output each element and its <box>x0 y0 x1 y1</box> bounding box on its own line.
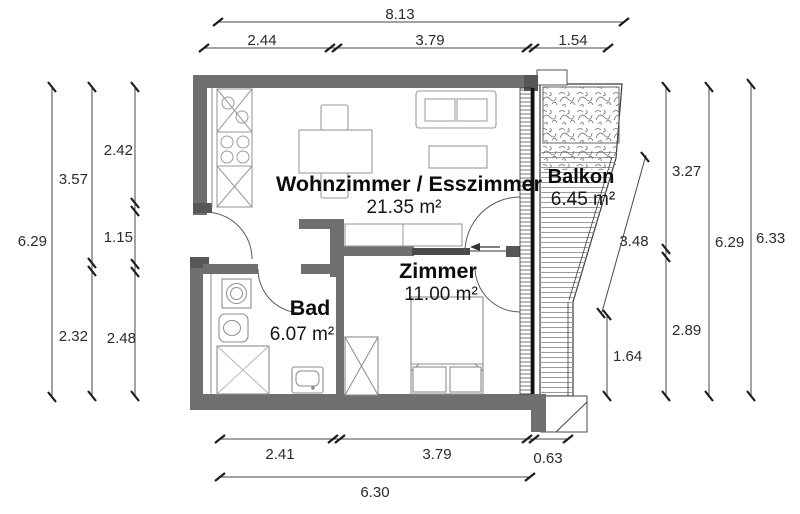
entrance-jamb-upper <box>193 203 212 213</box>
wall-bath-bedroom <box>336 274 344 394</box>
walls <box>190 75 546 432</box>
entrance-jamb-lower <box>190 257 209 268</box>
sideboard <box>344 223 463 247</box>
wall-hall-living <box>299 219 344 229</box>
wardrobe <box>344 336 379 396</box>
dim-left-b1-label: 3.57 <box>59 171 88 188</box>
balcony-door-lower-arc <box>474 266 521 313</box>
balcony-plants-box <box>542 86 620 144</box>
room-balcony-label: Balkon <box>548 166 615 188</box>
wall-facade-base <box>531 394 546 432</box>
dim-right-d2-label: 2.89 <box>672 322 701 339</box>
washing-machine <box>221 278 252 309</box>
balcony-base-structure <box>540 395 588 433</box>
toilet <box>291 366 324 394</box>
dimension-annotations: 8.13 2.44 3.79 1.54 6.29 3.57 2.32 2.42 … <box>18 6 785 501</box>
sliding-door-pocket <box>506 246 520 257</box>
dim-top-total-label: 8.13 <box>385 6 414 23</box>
room-bath-label: Bad <box>290 296 331 320</box>
balcony-plants <box>543 143 616 170</box>
dining-set <box>298 104 373 199</box>
dim-top-seg1-label: 2.44 <box>247 32 276 49</box>
bathroom-sink <box>218 313 249 343</box>
dim-top-seg2-label: 3.79 <box>415 32 444 49</box>
balcony-door-upper-arc <box>464 196 521 253</box>
pillow <box>449 366 482 393</box>
room-living-area: 21.35 m² <box>367 197 442 218</box>
room-labels: Wohnzimmer / Esszimmer 21.35 m² Balkon 6… <box>270 166 615 345</box>
bath-door-arc <box>257 268 303 314</box>
dining-table <box>298 129 373 174</box>
wall-top-right-stub <box>524 75 538 91</box>
dim-left-c2-label: 1.15 <box>104 229 133 246</box>
dim-left-total-label: 6.29 <box>18 233 47 250</box>
door-swing-arrow <box>470 243 500 251</box>
glass-facade <box>519 87 535 395</box>
room-bedroom-label: Zimmer <box>399 259 477 283</box>
wall-bath-top-right <box>301 264 331 274</box>
dim-bottom-seg3-label: 0.63 <box>533 450 562 467</box>
room-bedroom-area: 11.00 m² <box>404 284 478 305</box>
wall-hall-stub <box>330 229 344 277</box>
dim-left-c3-label: 2.48 <box>107 330 136 347</box>
room-living-label: Wohnzimmer / Esszimmer <box>276 172 543 196</box>
balcony-planter-edge <box>536 69 568 86</box>
kitchen-sink-icon <box>221 96 235 110</box>
wall-bedroom-top <box>344 246 414 256</box>
dim-right-diag-label: 3.48 <box>619 233 648 250</box>
dim-left-b2-label: 2.32 <box>59 328 88 345</box>
kitchen-counter <box>216 88 253 208</box>
chair <box>320 104 349 131</box>
dim-top-seg3-label: 1.54 <box>558 32 587 49</box>
wall-bath-top-left <box>203 264 258 274</box>
dim-right-outer-label: 6.33 <box>756 230 785 247</box>
coffee-table <box>428 145 488 169</box>
pillow <box>412 366 447 393</box>
dim-bottom-seg2-label: 3.79 <box>422 446 451 463</box>
dim-left-c1-label: 2.42 <box>104 142 133 159</box>
dim-bottom-total-label: 6.30 <box>360 484 389 501</box>
chair <box>320 172 349 199</box>
dim-bottom-seg1-label: 2.41 <box>265 446 294 463</box>
room-bath-area: 6.07 m² <box>270 324 334 345</box>
sofa <box>415 90 497 129</box>
wall-top <box>193 75 538 88</box>
wall-left-upper <box>193 75 207 215</box>
entrance-door-arc <box>204 211 253 260</box>
dim-right-d1-label: 3.27 <box>672 163 701 180</box>
balcony <box>536 69 623 433</box>
sliding-door <box>412 248 506 255</box>
room-balcony-area: 6.45 m² <box>551 189 615 210</box>
dim-right-total-label: 6.29 <box>715 234 744 251</box>
wall-left-lower <box>190 257 203 410</box>
dim-right-v-label: 1.64 <box>613 348 642 365</box>
bed <box>410 296 484 395</box>
stove-burners-icon <box>220 135 250 164</box>
shower <box>216 345 270 395</box>
wall-bottom <box>190 394 534 410</box>
